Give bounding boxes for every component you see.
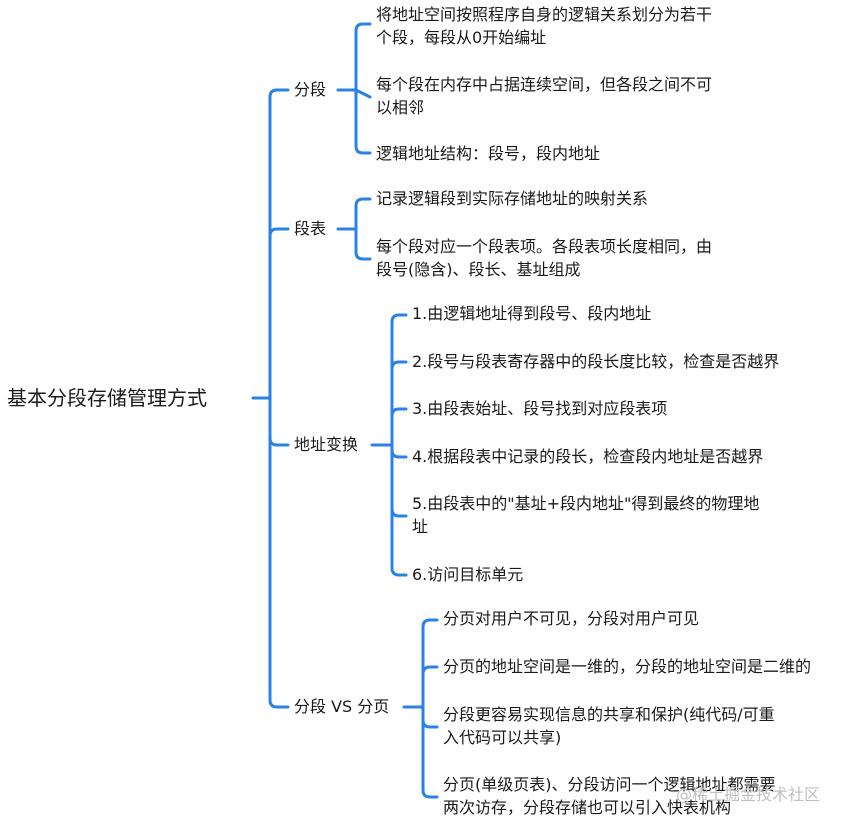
leaf-text: 5.由段表中的"基址+段内地址"得到最终的物理地 [412, 494, 760, 513]
leaf-text: 址 [412, 517, 429, 536]
leaf-text: 每个段对应一个段表项。各段表项长度相同，由 [376, 237, 713, 256]
watermark: @稀土掘金技术社区 [676, 785, 821, 804]
translation-connector-branches [390, 313, 408, 577]
leaf-text: 以相邻 [376, 98, 425, 117]
duanbiao-connector-branches [354, 197, 372, 261]
leaf-text: 每个段在内存中占据连续空间，但各段之间不可 [376, 75, 713, 94]
leaf-text: 段号(隐含)、段长、基址组成 [376, 260, 581, 279]
leaf-text: 记录逻辑段到实际存储地址的映射关系 [376, 189, 649, 208]
branch-segment-vs-page: 分段 VS 分页 [294, 697, 390, 716]
fenduan-connector-branches [354, 22, 372, 155]
leaf-text: 2.段号与段表寄存器中的段长度比较，检查是否越界 [412, 352, 780, 371]
leaf-text: 4.根据段表中记录的段长，检查段内地址是否越界 [412, 447, 764, 466]
leaf-text: 6.访问目标单元 [412, 565, 524, 584]
leaf-text: 逻辑地址结构：段号，段内地址 [376, 144, 601, 163]
leaf-text: 分段更容易实现信息的共享和保护(纯代码/可重 [443, 705, 775, 724]
vs-connector-branches [421, 618, 439, 799]
leaf-text: 个段，每段从0开始编址 [376, 28, 547, 47]
leaf-text: 分页(单级页表)、分段访问一个逻辑地址都需要 [443, 775, 776, 794]
branch-address-translation: 地址变换 [294, 435, 359, 454]
leaf-text: 入代码可以共享) [443, 728, 562, 747]
leaf-text: 两次访存，分段存储也可以引入快表机构 [443, 798, 732, 817]
leaf-text: 分页的地址空间是一维的，分段的地址空间是二维的 [443, 657, 812, 676]
branch-duanbiao: 段表 [294, 219, 327, 238]
leaf-text: 3.由段表始址、段号找到对应段表项 [412, 399, 668, 418]
root-topic: 基本分段存储管理方式 [7, 386, 207, 410]
root-connector-branches [268, 88, 290, 709]
leaf-text: 将地址空间按照程序自身的逻辑关系划分为若干 [376, 5, 713, 24]
leaf-text: 分页对用户不可见，分段对用户可见 [443, 609, 700, 628]
branch-fenduan: 分段 [294, 80, 327, 99]
leaf-text: 1.由逻辑地址得到段号、段内地址 [412, 304, 652, 323]
